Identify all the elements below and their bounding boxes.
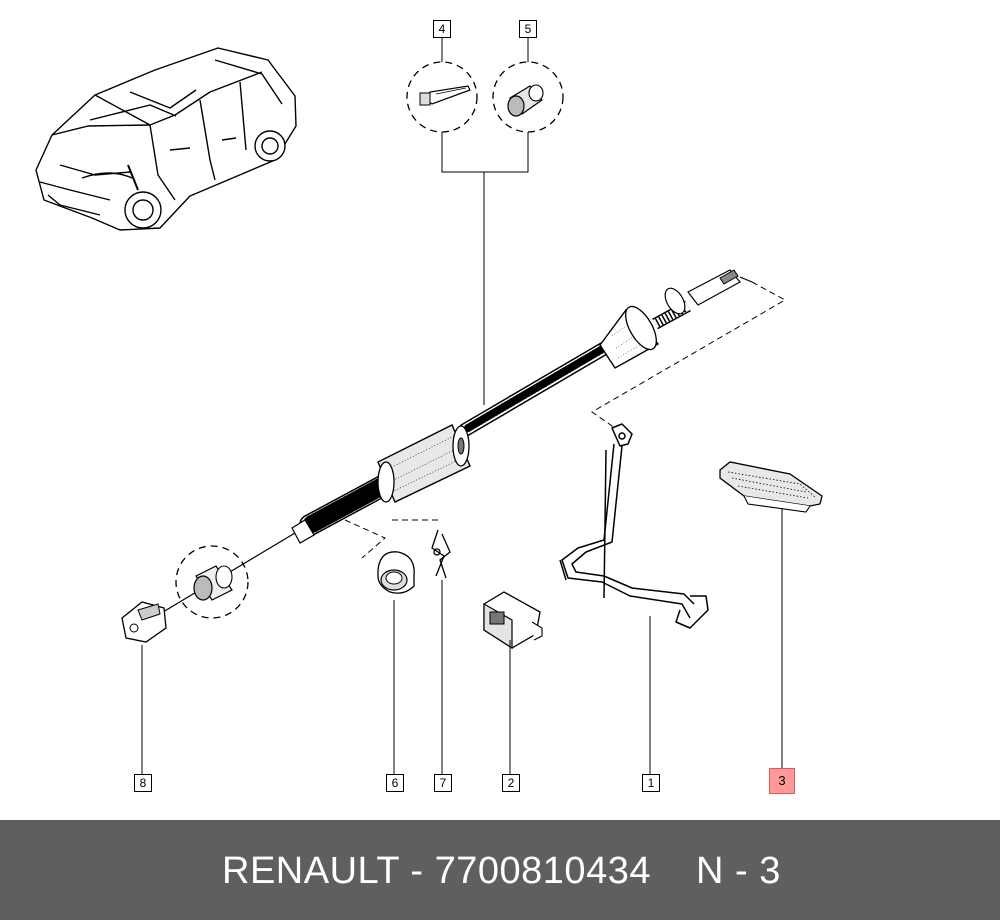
part-8-end-clip [121, 601, 167, 643]
callout-8: 8 [134, 774, 152, 792]
car-illustration [35, 47, 297, 231]
parts-diagram: 4 5 8 6 7 2 1 3 [35, 20, 823, 794]
bracket-4-5 [441, 38, 529, 405]
callout-4: 4 [433, 20, 451, 38]
callout-3-highlighted: 3 [769, 768, 795, 794]
clutch-cable [162, 338, 617, 613]
part-1-pedal [559, 423, 709, 629]
footer-bar: RENAULT - 7700810434 N - 3 [0, 820, 1000, 920]
part-6-grommet [377, 551, 415, 594]
cable-bell-end [599, 269, 753, 369]
callout-1: 1 [642, 774, 660, 792]
brand-part-number: RENAULT - 7700810434 [222, 850, 651, 892]
callout-7: 7 [434, 774, 452, 792]
part-4-clip [406, 61, 478, 133]
callout-2: 2 [502, 774, 520, 792]
diagram-code: N - 3 [696, 850, 781, 892]
part-5-bush [492, 61, 564, 133]
callout-6: 6 [386, 774, 404, 792]
part-3-pedal-pad [719, 461, 823, 513]
part-bush-left [175, 545, 249, 619]
cable-ferrule [291, 519, 315, 544]
exploded-view [35, 38, 823, 774]
part-7-spring-clip [431, 529, 451, 579]
callout-5: 5 [519, 20, 537, 38]
cable-sleeve [377, 424, 471, 503]
leader-lines [141, 508, 783, 774]
part-2-switch [483, 591, 543, 650]
